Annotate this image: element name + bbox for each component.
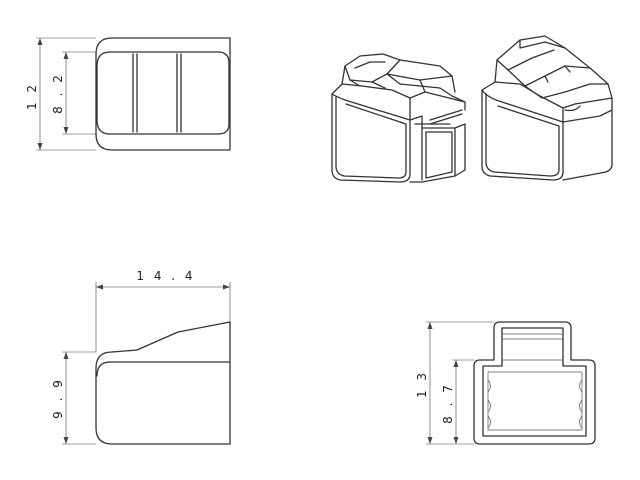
side-view-dimensions <box>62 282 231 445</box>
side-height-label: 9 . 9 <box>51 377 65 419</box>
isometric-view-right <box>481 35 613 181</box>
side-view <box>95 321 231 445</box>
isometric-view-left <box>331 53 466 183</box>
front-height-inner-label: 8 . 2 <box>51 72 65 114</box>
end-view-dimensions <box>426 321 494 445</box>
end-view <box>473 321 596 445</box>
front-height-total-label: 1 2 <box>25 82 39 110</box>
side-length-label: 1 4 . 4 <box>136 269 195 283</box>
front-view-dimensions <box>36 37 97 151</box>
front-view <box>95 37 231 151</box>
end-height-inner-label: 8 . 7 <box>441 382 455 424</box>
end-height-total-label: 1 3 <box>415 370 429 398</box>
